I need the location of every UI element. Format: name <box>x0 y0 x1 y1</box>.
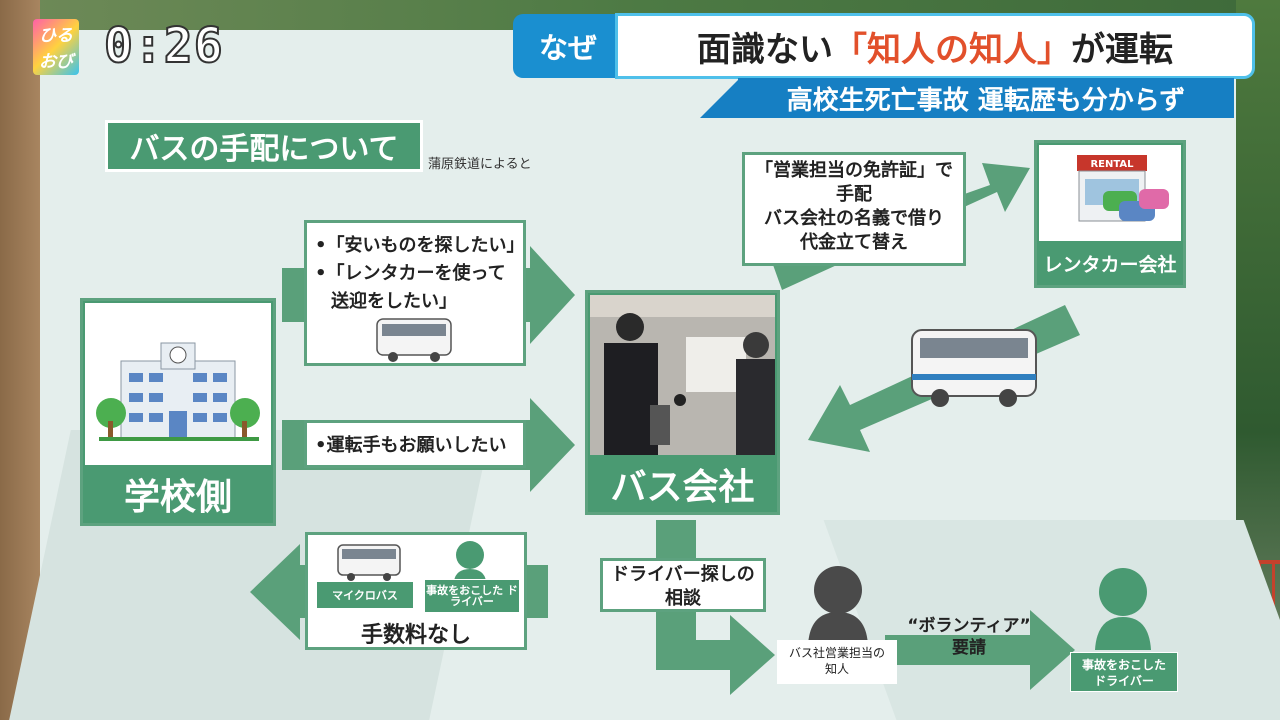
note-line: バス会社の名義で借り <box>764 208 944 229</box>
note-line: 「営業担当の免許証」で <box>755 160 953 181</box>
no-fee-text: 手数料なし <box>360 623 471 648</box>
search-line: 相談 <box>665 588 701 609</box>
request-driver-text: •運転手もお願いしたい <box>315 435 507 456</box>
school-label: 学校側 <box>123 477 232 518</box>
rental-company-box: RENTAL レンタカー会社 <box>1034 140 1186 288</box>
school-building-icon <box>85 303 271 465</box>
driver-line: 事故をおこした <box>1081 658 1166 672</box>
arrow-volunteer <box>885 610 1075 690</box>
request-line: •「レンタカーを使って <box>315 263 506 284</box>
small-bus-icon <box>337 544 401 581</box>
no-fee-box: マイクロバス 事故をおこした ドライバー 手数料なし <box>305 532 527 650</box>
source-note: 蒲原鉄道によると <box>428 157 532 172</box>
request-cheap-rental-box: •「安いものを探したい」 •「レンタカーを使って 送迎をしたい」 <box>304 220 526 366</box>
note-line: 代金立て替え <box>800 232 908 253</box>
driver-search-box: ドライバー探しの 相談 <box>600 558 766 612</box>
rental-arrangement-note: 「営業担当の免許証」で 手配 バス会社の名義で借り 代金立て替え <box>742 152 966 266</box>
request-line: •「安いものを探したい」 <box>315 235 525 256</box>
microbus-badge: マイクロバス <box>316 581 414 609</box>
channel-logo: ひる おび <box>33 19 79 75</box>
accident-driver-label: 事故をおこした ドライバー <box>1070 652 1178 692</box>
driver-person-icon <box>1095 568 1151 650</box>
search-line: ドライバー探しの <box>611 564 755 585</box>
acquaintance-line: バス社営業担当の <box>788 646 885 660</box>
acquaintance-label: バス社営業担当の 知人 <box>777 640 897 684</box>
nofee-icons <box>337 541 486 581</box>
time-display: 0:26 <box>103 17 224 75</box>
acquaintance-line: 知人 <box>824 662 849 676</box>
request-driver-box: •運転手もお願いしたい <box>304 420 526 468</box>
microbus-icon <box>376 318 452 362</box>
volunteer-line: 要請 <box>952 638 986 658</box>
headline-highlight: 「知人の知人」 <box>833 29 1071 70</box>
headline-prefix: 面識ない <box>697 29 833 70</box>
note-line: 手配 <box>836 184 872 205</box>
bus-company-label: バス会社 <box>610 467 755 508</box>
headline-tag: なぜ <box>513 14 623 78</box>
headline-suffix: が運転 <box>1071 29 1173 70</box>
small-driver-icon <box>454 541 486 581</box>
rental-company-label: レンタカー会社 <box>1043 253 1177 276</box>
subheadline: 高校生死亡事故 運転歴も分からず <box>738 78 1234 118</box>
bus-illustration-icon <box>911 329 1037 407</box>
driver-line: ドライバー <box>1094 674 1154 688</box>
volunteer-request-label: “ボランティア” 要請 <box>884 615 1054 659</box>
studio-wall-left <box>0 0 40 720</box>
volunteer-line: “ボランティア” <box>907 616 1031 636</box>
request-line: 送迎をしたい」 <box>331 291 457 312</box>
headline-main: 面識ない「知人の知人」が運転 <box>618 16 1252 76</box>
bus-company-box: バス会社 <box>585 290 780 515</box>
driver-badge: 事故をおこした ドライバー <box>424 579 520 613</box>
acquaintance-person-icon <box>808 566 868 645</box>
rental-shop-icon: RENTAL <box>1039 145 1181 241</box>
school-box: 学校側 <box>80 298 276 526</box>
subheadline-wedge <box>700 78 740 118</box>
press-conference-photo <box>590 295 775 455</box>
rental-sign-text: RENTAL <box>1090 159 1134 170</box>
board-title: バスの手配について <box>105 120 423 172</box>
